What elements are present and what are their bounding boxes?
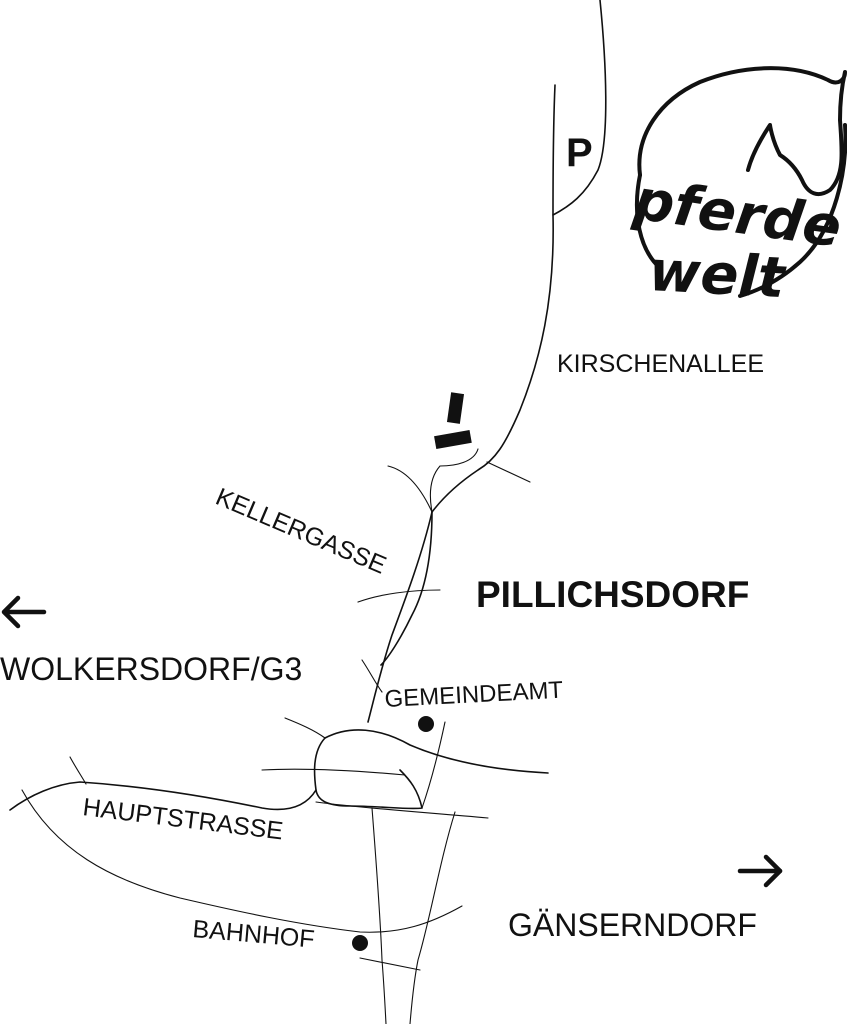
- road-hauptstrasse: [9, 781, 317, 811]
- road-centre-square-inner: [313, 737, 423, 810]
- bahnhof-label: BAHNHOF: [191, 915, 315, 954]
- pferdewelt-logo: pferde welt: [629, 66, 847, 311]
- road-monument-branch: [429, 448, 479, 513]
- road-bahnhof: [21, 789, 463, 933]
- logo-text-line2: welt: [647, 239, 788, 311]
- monument-icon: [434, 392, 472, 450]
- road-centre-square: [324, 729, 549, 774]
- logo-circle-left: [634, 173, 662, 270]
- road-south-main: [371, 807, 387, 1024]
- town-label: PILLICHSDORF: [476, 574, 749, 615]
- road-kellergasse-loop: [380, 511, 433, 666]
- arrow-left-icon: [1, 595, 47, 629]
- bahnhof-marker-icon: [352, 935, 368, 951]
- arrow-right-icon: [737, 854, 783, 888]
- road-kirschen-cross: [486, 461, 531, 483]
- road-parking-branch: [552, 84, 556, 216]
- hauptstrasse-label: HAUPTSTRASSE: [81, 793, 284, 845]
- kellergasse-label: KELLERGASSE: [212, 483, 391, 580]
- road-monument-left: [387, 465, 433, 513]
- gemeindeamt-label: GEMEINDEAMT: [384, 677, 564, 713]
- road-south-east: [409, 811, 456, 1024]
- gemeindeamt-marker-icon: [418, 716, 434, 732]
- road-network: [9, 0, 607, 1024]
- horse-neck-line: [738, 123, 847, 298]
- road-centre-cross: [261, 768, 406, 776]
- direction-west-label: WOLKERSDORF/G3: [0, 651, 302, 687]
- road-cross-1: [357, 589, 441, 603]
- direction-east-label: GÄNSERNDORF: [508, 907, 757, 943]
- horse-head-icon: [637, 66, 847, 197]
- road-kirschenallee: [431, 0, 607, 513]
- road-hauptstrasse-north: [69, 756, 87, 785]
- road-centre-east: [421, 721, 446, 809]
- road-hauptstrasse-east: [315, 801, 489, 819]
- kirschenallee-label: KIRSCHENALLEE: [557, 350, 764, 378]
- road-centre-west: [284, 717, 326, 739]
- road-kellergasse: [367, 511, 433, 723]
- road-bahnhof-east: [359, 957, 421, 971]
- parking-label: P: [566, 131, 593, 175]
- road-cross-2: [361, 659, 383, 693]
